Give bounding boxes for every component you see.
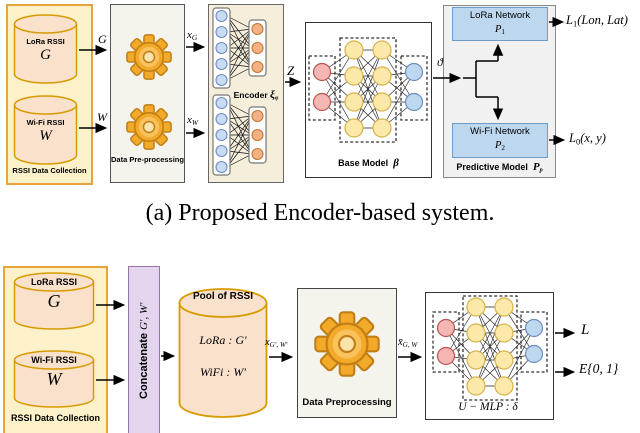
wifi-network-label: Wi-Fi Network (470, 126, 530, 137)
caption-a: (a) Proposed Encoder-based system. (145, 200, 495, 226)
preprocessing-label-a: Data Pre-processing (111, 155, 184, 164)
rssi-collection-title-a: RSSI Data Collection (12, 166, 87, 175)
umlp-label: U − MLP : δ (428, 401, 548, 414)
base-model-word: Base Model (338, 158, 389, 168)
output-label-l1: L1(Lon, Lat) (566, 13, 628, 29)
wifi-network-box: Wi-Fi Network P2 (452, 123, 548, 158)
base-model-symbol: β (393, 157, 399, 169)
arrow-label-xg: xG (187, 29, 198, 43)
wifi-network-symbol: P2 (495, 140, 505, 152)
arrow-label-x-pool: xG′, W′ (265, 337, 288, 349)
arrow-label-g: G (98, 32, 107, 46)
encoder-label: Encoder ξφ (228, 89, 284, 102)
encoder-symbol-sub: φ (274, 95, 279, 102)
wifi-database-icon-a (13, 95, 78, 165)
pool-line-lora: LoRa : G′ (199, 333, 247, 347)
wifi-db-symbol-b: W (46, 369, 62, 389)
encoder-network-graphic-bottom (212, 94, 267, 176)
lora-db-symbol-a: G (40, 47, 51, 63)
wifi-db-symbol-a: W (39, 128, 52, 144)
lora-db-label-a: LoRa RSSI (26, 37, 65, 46)
rssi-collection-title-b: RSSI Data Collection (10, 413, 100, 423)
base-model-label: Base Model β (305, 157, 432, 169)
base-model-network-graphic (308, 37, 428, 143)
predictive-word: Predictive Model (456, 162, 528, 172)
encoder-symbol: ξ (270, 89, 275, 101)
gear-icon-a2 (126, 104, 172, 150)
lora-network-symbol: P1 (495, 24, 505, 36)
arrow-label-xw: xW (187, 114, 199, 128)
pool-database-icon (178, 288, 268, 418)
lora-network-box: LoRa Network P1 (452, 7, 548, 41)
lora-database-icon-b (13, 272, 95, 330)
lora-db-symbol-b: G (47, 291, 61, 311)
encoder-word: Encoder (233, 90, 268, 100)
arrow-label-w: W (97, 110, 107, 124)
gear-icon-a1 (126, 34, 172, 80)
umlp-network-graphic (432, 295, 548, 401)
output-label-l0: L0(x, y) (569, 131, 606, 147)
output-label-l: L (581, 322, 590, 338)
pool-title: Pool of RSSI (193, 291, 253, 302)
wifi-db-label-a: Wi-Fi RSSI (26, 118, 65, 127)
wifi-db-label-b: Wi-Fi RSSI (31, 355, 77, 365)
lora-network-label: LoRa Network (469, 10, 531, 21)
predictive-symbol-sub: p (539, 167, 543, 174)
predictive-model-label: Predictive Model Pp (443, 161, 556, 175)
lora-db-label-b: LoRa RSSI (30, 277, 77, 287)
pool-line-wifi: WiFi : W′ (200, 365, 246, 379)
arrow-label-z: Z (287, 63, 295, 78)
wifi-database-icon-b (13, 350, 95, 408)
concatenate-label: Concatenate G′, W′ (138, 302, 150, 399)
lora-database-icon-a (13, 14, 78, 84)
preprocessing-box-a (110, 4, 185, 183)
preprocessing-label-b: Data Preprocessing (302, 397, 392, 408)
predictive-symbol: P (532, 161, 540, 173)
arrow-label-xbar: x̄G, W (398, 337, 418, 349)
encoder-network-graphic-top (212, 7, 267, 89)
gear-icon-b (314, 311, 380, 377)
concatenate-box: Concatenate G′, W′ (128, 266, 160, 433)
output-label-e: E{0, 1} (579, 361, 619, 376)
arrow-label-theta: ϑ (437, 55, 443, 69)
